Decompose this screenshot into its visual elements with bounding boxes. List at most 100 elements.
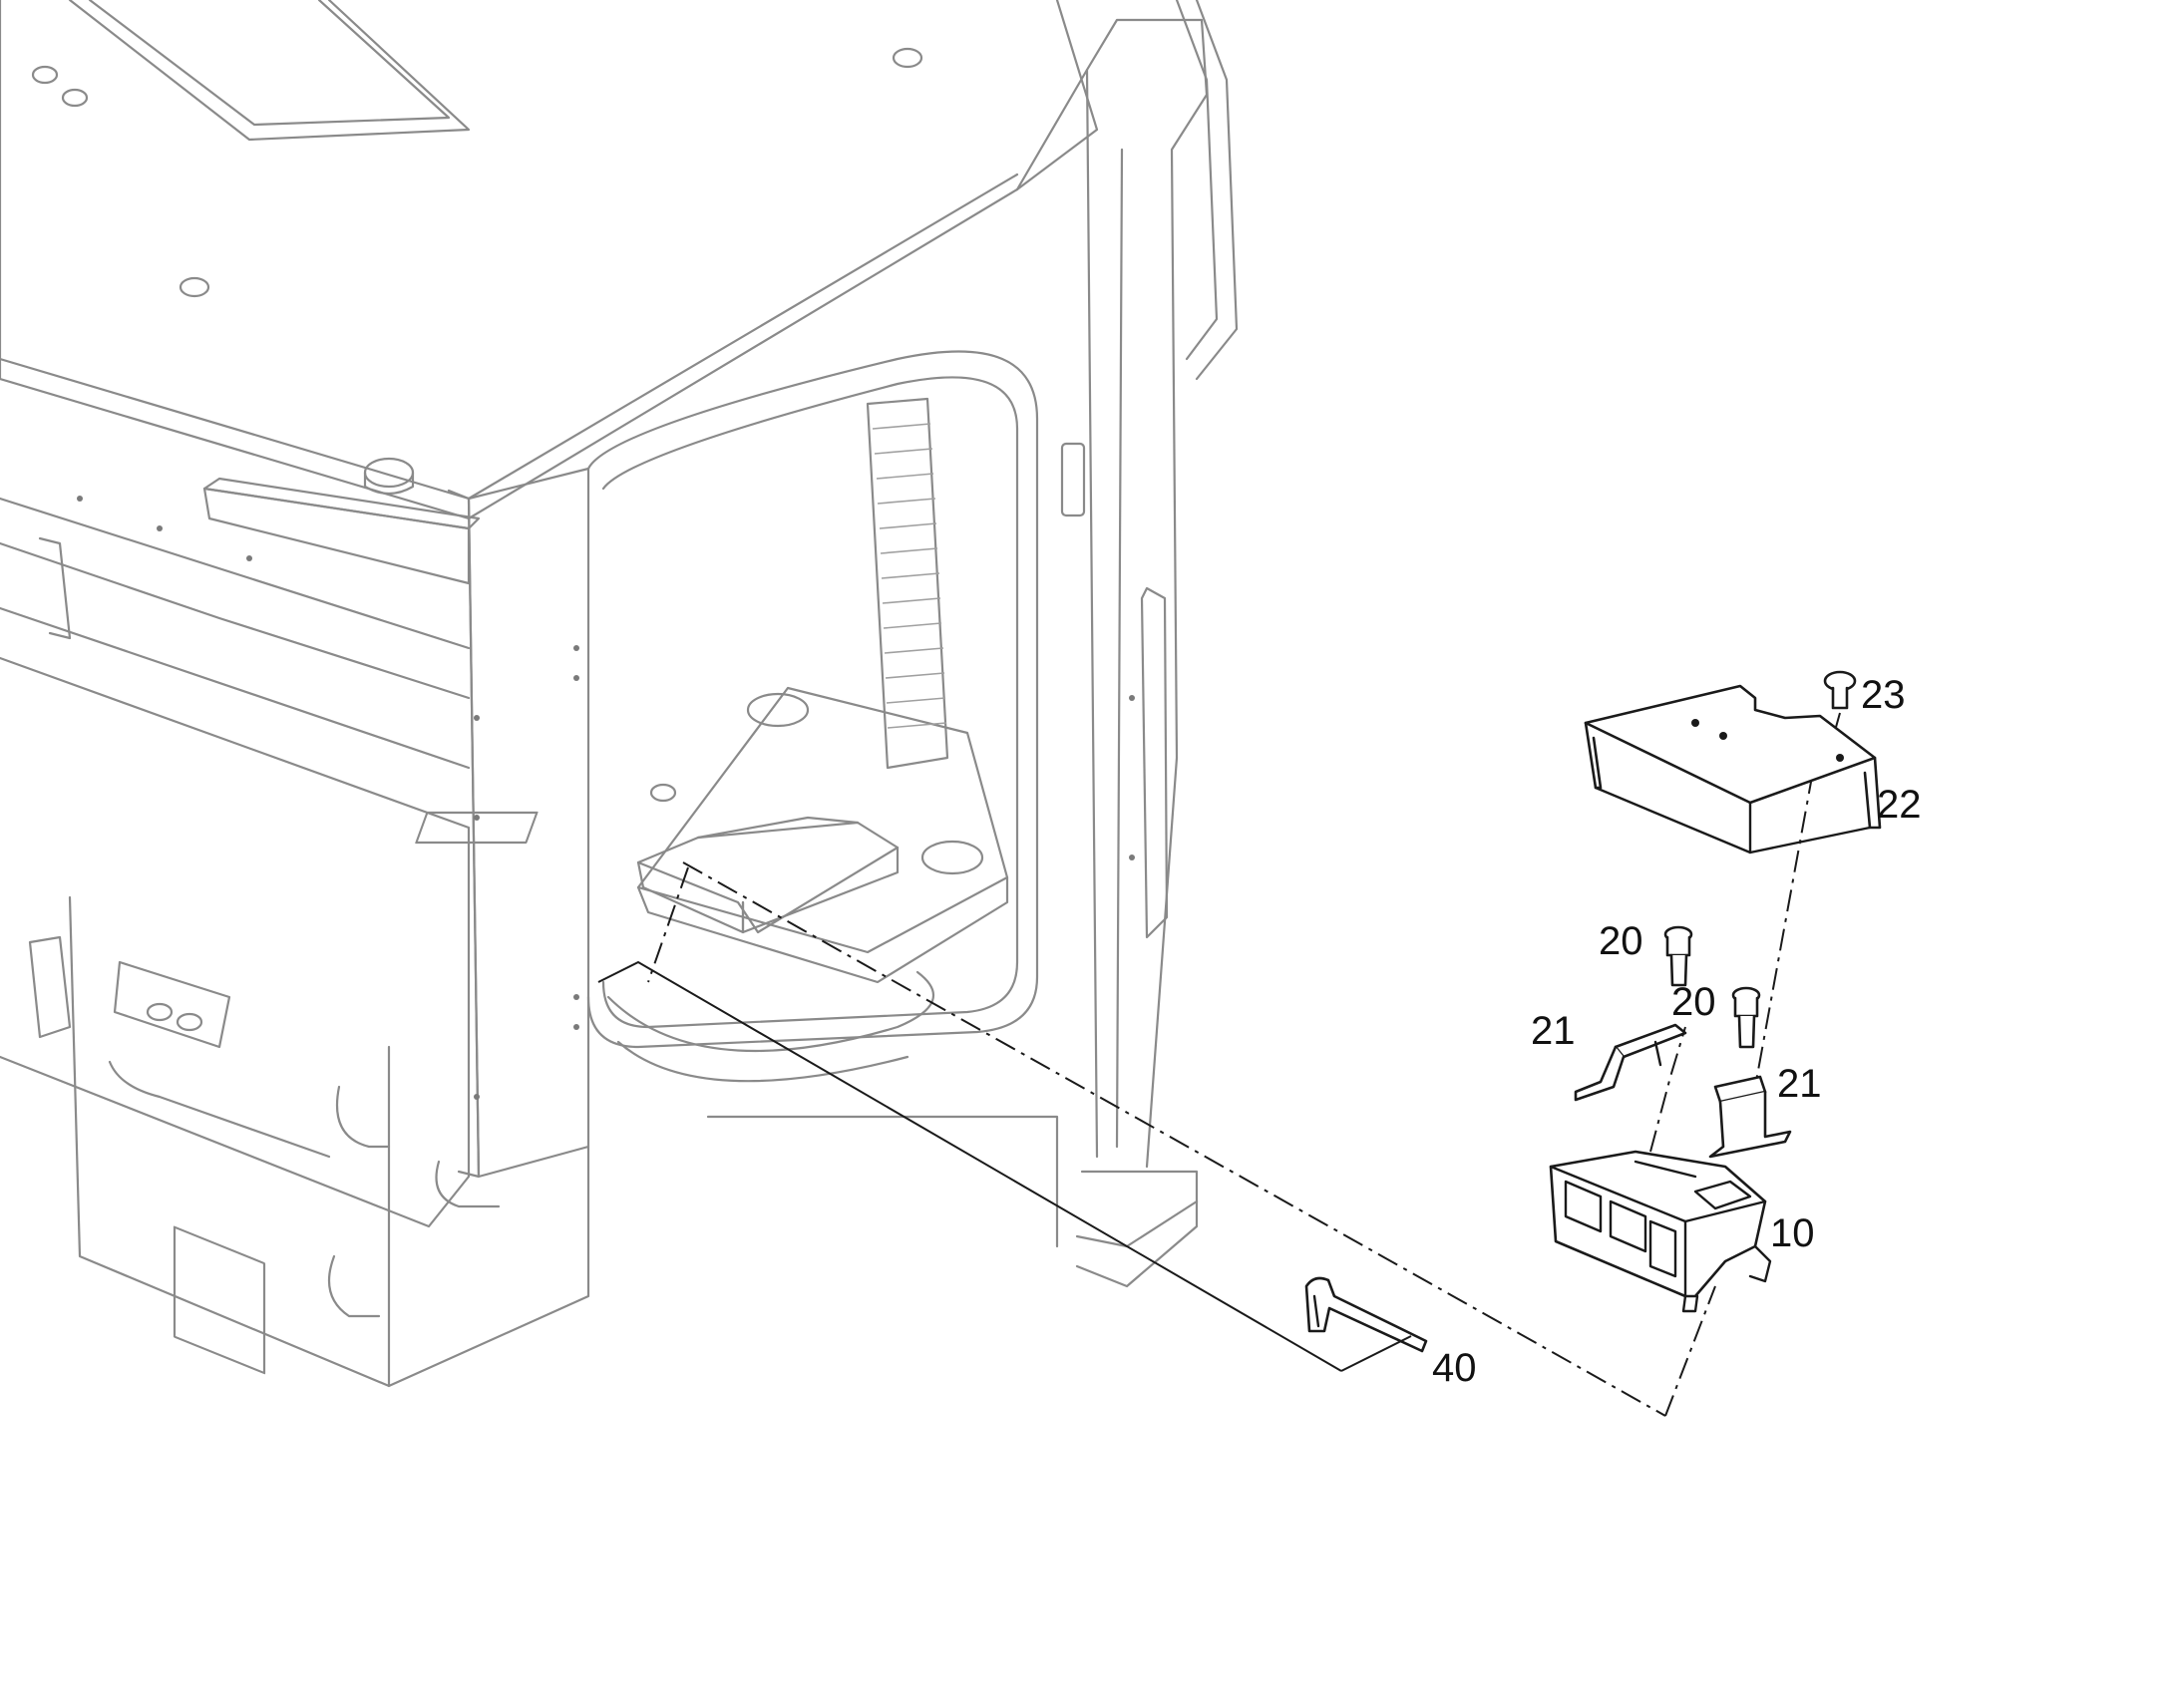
- control-unit-lid: [1693, 1180, 1752, 1210]
- hex-key-edge: [1312, 1294, 1320, 1328]
- rear-grille: [866, 397, 949, 770]
- mounting-clip-left: [1574, 1023, 1687, 1102]
- door-opening: [586, 350, 1039, 1049]
- hose: [335, 1085, 391, 1149]
- lower-body-front: [387, 1145, 590, 1388]
- hose: [327, 1254, 381, 1318]
- lower-body: [68, 895, 391, 1388]
- roof-hatch-inner: [88, 0, 451, 127]
- centerline-console-to-unit: [682, 861, 1666, 1417]
- left-rail: [0, 606, 471, 770]
- bolt-shank: [1669, 953, 1688, 987]
- screw-head: [1823, 670, 1857, 692]
- access-panel: [173, 1225, 266, 1375]
- left-frame: [0, 656, 471, 1228]
- console-slot: [415, 811, 539, 845]
- pillar-rivets: [77, 496, 1135, 1100]
- right-foot-edge: [1075, 1199, 1199, 1248]
- console-box-right: [741, 846, 900, 934]
- cover-bracket-left-flange: [1584, 721, 1603, 790]
- seat-post: [920, 840, 984, 875]
- seat-bolt: [649, 783, 677, 803]
- cover-hole: [1691, 719, 1699, 727]
- seat-base: [636, 686, 1009, 954]
- bolt-right: [1731, 986, 1761, 1049]
- cover-hole: [1719, 732, 1727, 740]
- roof-cap: [363, 457, 415, 489]
- roof-cap-side: [363, 471, 415, 496]
- grab-handle: [108, 1060, 331, 1159]
- floor-edge: [706, 1115, 1059, 1248]
- roof-bolt: [61, 88, 89, 108]
- roof-hatch: [68, 0, 471, 142]
- bolt-left: [1663, 925, 1693, 987]
- control-unit-top-edge: [1683, 1199, 1767, 1223]
- front-pillar: [467, 467, 590, 1179]
- callout-40: 40: [1432, 1346, 1477, 1390]
- callout-22: 22: [1877, 783, 1922, 827]
- console-box-top: [636, 821, 900, 934]
- side-hole: [176, 1012, 203, 1032]
- handrail-inner: [1175, 0, 1219, 361]
- roof-bolt: [31, 65, 59, 85]
- callout-23: 23: [1861, 673, 1906, 717]
- upper-crossbar-top: [202, 477, 481, 530]
- machine-cab-drawing: [0, 0, 1239, 1388]
- frame-bracket: [38, 536, 72, 640]
- right-foot: [1075, 1170, 1199, 1288]
- step-rail: [606, 970, 935, 1053]
- cover-bracket-front-edge: [1594, 786, 1872, 854]
- bolt-shank: [1737, 1014, 1756, 1049]
- pillar-bracket: [1060, 442, 1086, 517]
- callout-labels: 23 22 20 20 21 21 10 40: [1432, 673, 1922, 1390]
- cover-bracket: [1584, 684, 1882, 854]
- control-unit-label: [1634, 1160, 1697, 1179]
- bolt-collar: [1733, 996, 1759, 1018]
- control-unit: [1549, 1150, 1772, 1313]
- leader-hexkey-end: [1340, 1335, 1412, 1372]
- connector-port: [1564, 1180, 1603, 1233]
- roof-edge: [0, 172, 1019, 501]
- roof-bolt: [892, 47, 923, 69]
- grille-slats: [872, 423, 947, 729]
- door-opening-inner: [601, 376, 1019, 1029]
- right-pillar: [1015, 18, 1209, 1169]
- mounting-clip-right: [1708, 1075, 1792, 1159]
- centerline-bolt-right: [1754, 732, 1821, 1088]
- connector-port: [1609, 1199, 1647, 1253]
- cover-bracket-right-flange: [1863, 756, 1882, 830]
- side-bracket: [28, 935, 72, 1039]
- callout-10: 10: [1770, 1211, 1815, 1255]
- centerline-unit-bottom: [1664, 1285, 1716, 1417]
- assembly-centerlines: [597, 712, 1841, 1417]
- side-plate: [113, 960, 231, 1049]
- roof-outline: [0, 0, 1099, 520]
- right-pillar-edge: [1115, 148, 1124, 1149]
- connector-port: [1648, 1219, 1677, 1278]
- bolt-collar: [1665, 935, 1691, 957]
- roof-bolt: [179, 276, 210, 298]
- control-unit-foot: [1681, 1294, 1699, 1313]
- upper-crossbar: [202, 487, 471, 585]
- clip-fold: [1653, 1040, 1662, 1067]
- hex-key-body: [1304, 1276, 1428, 1353]
- clip-top: [1614, 1023, 1687, 1059]
- clip-leg: [1574, 1045, 1626, 1102]
- leader-hexkey: [597, 960, 1342, 1372]
- seat-base-side: [636, 875, 1009, 984]
- step-rail-lower: [616, 1040, 909, 1083]
- callout-20-right: 20: [1671, 980, 1716, 1024]
- left-beam-top: [0, 497, 471, 650]
- side-hole: [146, 1002, 174, 1022]
- cover-bracket-top: [1584, 684, 1877, 805]
- screw-shank: [1831, 686, 1849, 710]
- centerline-bolt-left: [1649, 1026, 1686, 1153]
- clip-leg: [1708, 1090, 1792, 1159]
- seat-post: [746, 692, 810, 728]
- callout-21-left: 21: [1531, 1009, 1576, 1053]
- hose: [435, 1160, 501, 1208]
- front-pillar-side: [447, 489, 481, 1179]
- callout-20-left: 20: [1599, 919, 1643, 963]
